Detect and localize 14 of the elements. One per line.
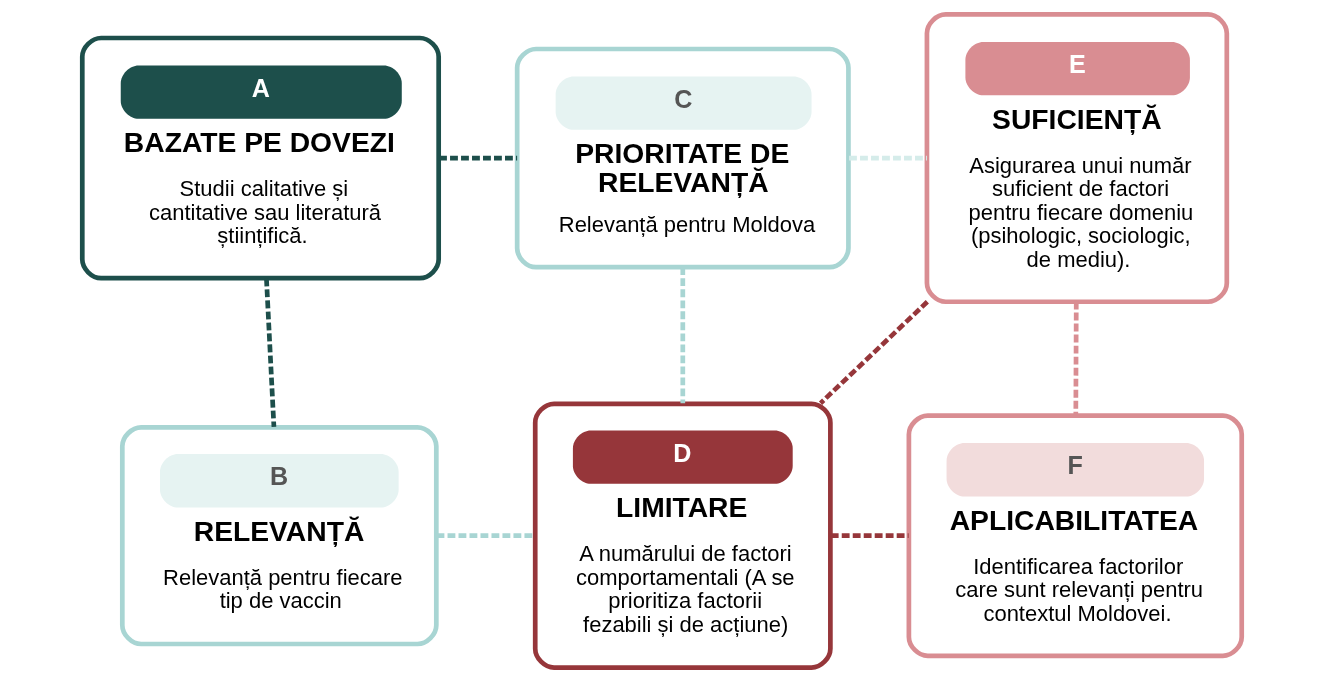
node-box: C PRIORITATE DE RELEVANȚĂ Relevanță pentru Moldova — [514, 46, 851, 270]
node-box: F APLICABILITATEA Identificarea factorilor care sunt relevanți pentru contextul Moldovei. — [906, 413, 1244, 659]
node-box: E SUFICIENȚĂ Asigurarea unui număr suficient de factori pentru fiecare domeniu (psihologic, sociologic, de mediu). — [924, 12, 1229, 305]
node-box: D LIMITARE A numărului de factori comportamentali (A se prioritiza factorii fezabili și de acțiune) — [532, 401, 833, 670]
connector — [830, 533, 909, 539]
connector — [436, 533, 535, 539]
connector — [263, 278, 276, 427]
connector — [438, 155, 517, 161]
node-box: A BAZATE PE DOVEZI Studii calitative și cantitative sau literatură științifică. — [79, 35, 441, 281]
connector — [1072, 301, 1079, 416]
connector — [679, 267, 685, 404]
node-box: B RELEVANȚĂ Relevanță pentru fiecare tip de vaccin — [119, 425, 439, 647]
connector — [818, 300, 929, 405]
connector — [848, 155, 927, 161]
